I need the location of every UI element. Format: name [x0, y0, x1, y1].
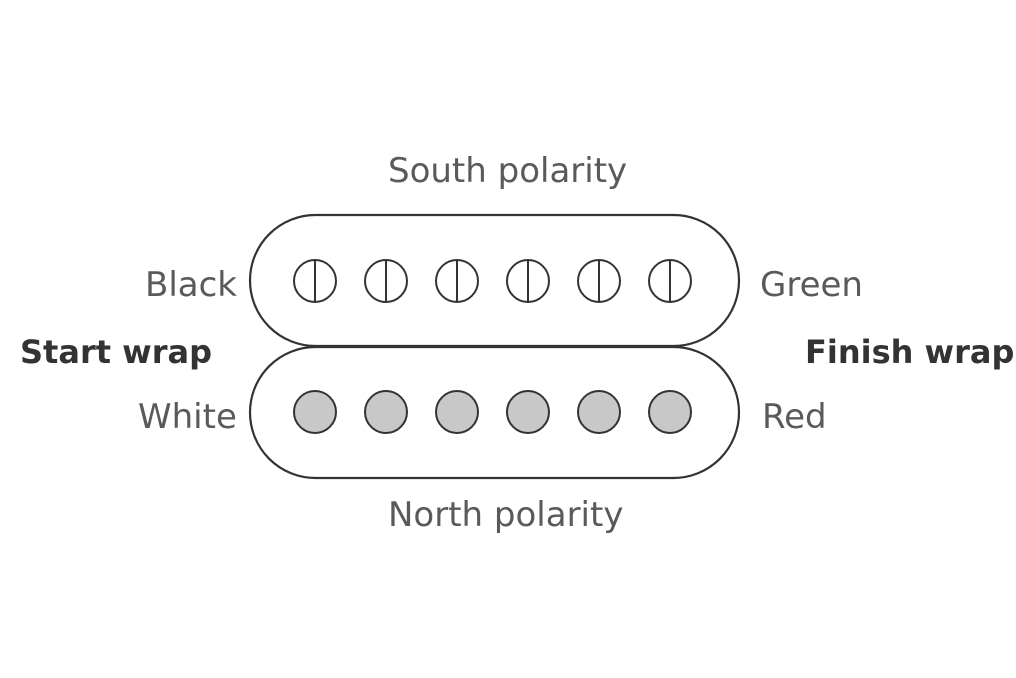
south-polarity-label: South polarity: [388, 151, 628, 191]
north-coil-outline: [248, 345, 741, 480]
green-wire-label: Green: [760, 265, 863, 305]
north-pole-piece-4: [506, 390, 550, 434]
north-pole-piece-2: [364, 390, 408, 434]
start-wrap-label: Start wrap: [20, 333, 212, 371]
north-pole-piece-6: [648, 390, 692, 434]
north-pole-piece-5: [577, 390, 621, 434]
north-pole-piece-1: [293, 390, 337, 434]
red-wire-label: Red: [762, 397, 827, 437]
north-polarity-label: North polarity: [388, 495, 624, 535]
black-wire-label: Black: [145, 265, 237, 305]
south-pole-pieces: [293, 259, 692, 303]
finish-wrap-label: Finish wrap: [805, 333, 1015, 371]
north-pole-pieces: [293, 390, 692, 434]
north-pole-piece-3: [435, 390, 479, 434]
white-wire-label: White: [138, 397, 237, 437]
